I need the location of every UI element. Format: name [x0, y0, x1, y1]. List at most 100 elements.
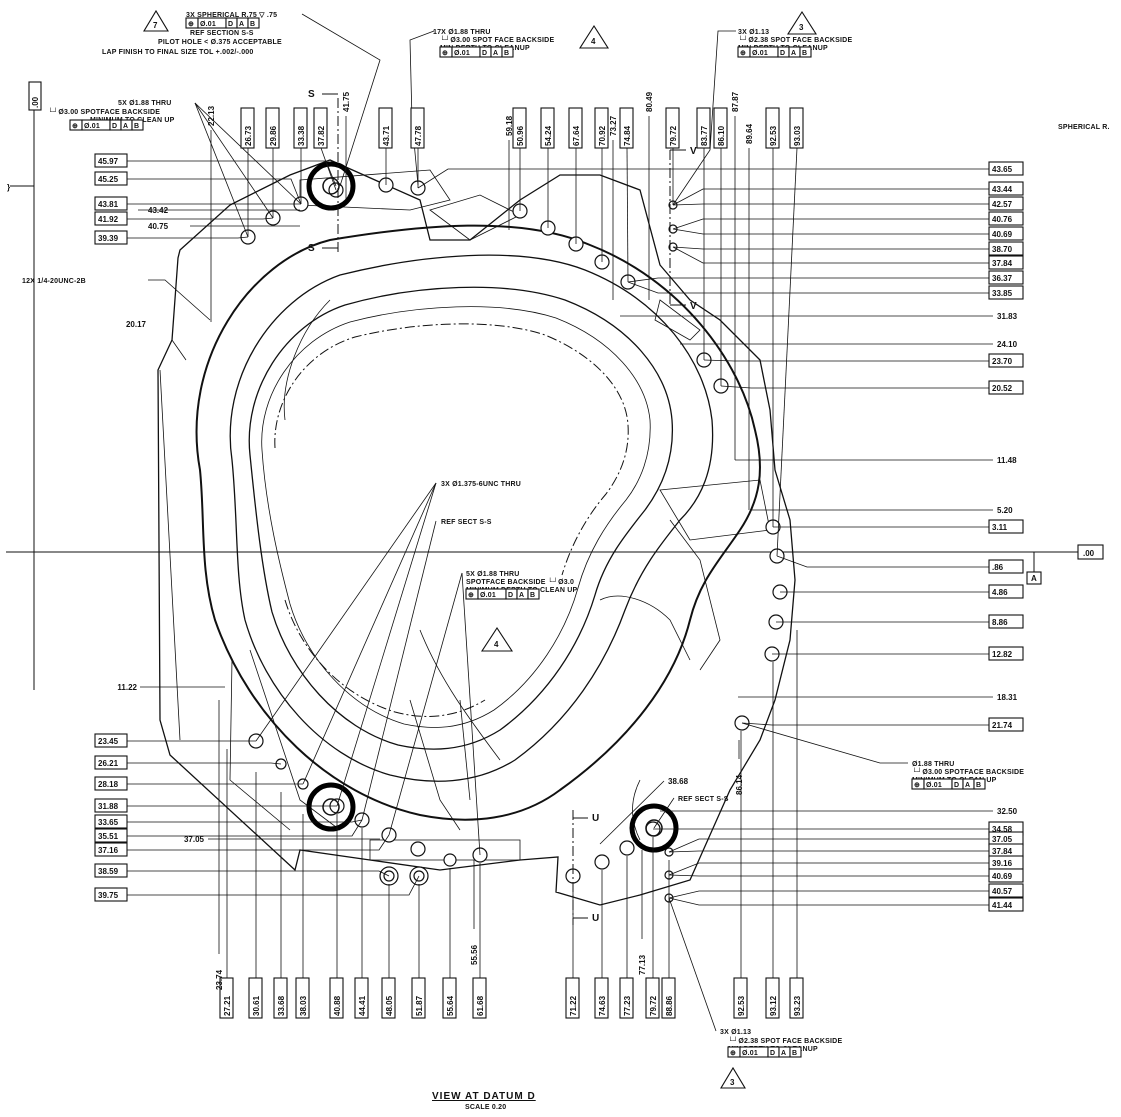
- svg-text:LAP FINISH TO FINAL SIZE TOL +: LAP FINISH TO FINAL SIZE TOL +.002/-.000: [102, 49, 253, 56]
- note-ref-sect-ss: REF SECT S-S: [441, 519, 492, 526]
- section-v-bottom: V: [690, 301, 698, 312]
- svg-text:45.97: 45.97: [98, 157, 119, 166]
- svg-text:79.72: 79.72: [649, 995, 658, 1016]
- dimension-bottom: 93.12: [765, 662, 780, 1019]
- svg-text:37.82: 37.82: [317, 125, 326, 146]
- dimension-bottom-plain: 77.13: [638, 850, 647, 975]
- note-spherical-corner: SPHERICAL R.: [1058, 124, 1110, 131]
- dimension-right: 39.16: [668, 855, 1024, 876]
- dimension-right: 43.44: [672, 181, 1024, 206]
- dimension-top-plain: 87.87: [731, 91, 740, 460]
- section-u-bottom: U: [592, 913, 600, 924]
- dimension-right-plain: 31.83: [620, 312, 1018, 321]
- dimension-top: 47.78: [410, 107, 425, 188]
- svg-text:D: D: [954, 782, 959, 789]
- dimension-left: 41.92: [94, 211, 274, 226]
- svg-text:B: B: [792, 1050, 797, 1057]
- svg-text:12.82: 12.82: [992, 650, 1013, 659]
- dimension-bottom: 38.03: [295, 814, 310, 1019]
- svg-text:Ø.01: Ø.01: [742, 1050, 758, 1057]
- dimension-left-plain: 37.05: [184, 835, 205, 844]
- note-ref-sect-ss-low: REF SECT S-S: [678, 796, 729, 803]
- dimension-top: 26.73: [240, 107, 255, 237]
- part-outline: [157, 159, 796, 906]
- dimension-top: 33.38: [293, 107, 308, 204]
- dimension-right-plain: 24.10: [680, 340, 1018, 349]
- dimension-right: 37.05: [668, 831, 1024, 853]
- dimension-bottom: 71.22: [565, 884, 580, 1019]
- dimension-top: 43.71: [378, 107, 393, 185]
- dimension-bottom: 61.68: [472, 863, 487, 1019]
- svg-text:B: B: [504, 50, 509, 57]
- dimension-top-plain: 80.49: [645, 91, 654, 300]
- svg-text:31.88: 31.88: [98, 802, 119, 811]
- dimension-bottom: 48.05: [381, 884, 396, 1019]
- svg-text:REF SECTION S-S: REF SECTION S-S: [190, 30, 254, 37]
- svg-text:40.75: 40.75: [148, 222, 169, 231]
- dimension-left: 45.25: [94, 171, 302, 205]
- svg-text:43.71: 43.71: [382, 125, 391, 146]
- horizontal-zero-box: [1077, 544, 1104, 560]
- svg-text:3X SPHERICAL R.75 ▽ .75: 3X SPHERICAL R.75 ▽ .75: [186, 12, 277, 19]
- dimension-bottom: 55.64: [442, 868, 457, 1019]
- svg-text:40.69: 40.69: [992, 872, 1013, 881]
- dimension-bottom: 30.61: [248, 772, 263, 1019]
- dimension-top-plain: 59.18: [505, 115, 514, 230]
- svg-text:└┘Ø3.00 SPOT FACE BACKSIDE: └┘Ø3.00 SPOT FACE BACKSIDE: [440, 35, 554, 44]
- dimension-left: 39.75: [94, 875, 420, 902]
- dimension-top-plain: 73.27: [609, 115, 618, 300]
- dimension-bottom: 51.87: [411, 884, 426, 1019]
- svg-text:92.53: 92.53: [769, 125, 778, 146]
- dimension-bottom-plain: 86.14: [735, 740, 744, 795]
- section-s-bottom: S: [308, 243, 316, 254]
- svg-text:Ø.01: Ø.01: [454, 50, 470, 57]
- svg-text:20.52: 20.52: [992, 384, 1013, 393]
- dimension-left-plain: 20.17: [126, 320, 147, 329]
- svg-text:34.58: 34.58: [992, 825, 1013, 834]
- flag-3-bottom: 3: [730, 1078, 735, 1087]
- dimension-right: 43.65: [417, 161, 1024, 189]
- svg-text:4.86: 4.86: [992, 588, 1008, 597]
- dimension-right: 38.70: [672, 241, 1024, 256]
- svg-text:41.92: 41.92: [98, 215, 119, 224]
- dimension-top: 86.10: [713, 107, 728, 386]
- dimension-right: 40.76: [672, 211, 1024, 230]
- dimension-right: 20.52: [720, 380, 1024, 395]
- svg-text:31.83: 31.83: [997, 312, 1018, 321]
- dimension-right: 40.69: [668, 868, 1024, 883]
- dimension-left: 38.59: [94, 863, 390, 878]
- svg-text:28.18: 28.18: [98, 780, 119, 789]
- svg-text:37.84: 37.84: [992, 847, 1013, 856]
- svg-text:93.12: 93.12: [769, 995, 778, 1016]
- dimension-right: 36.37: [627, 270, 1024, 285]
- dimension-top: 79.72: [665, 107, 680, 205]
- dimension-right: 42.57: [672, 196, 1024, 211]
- svg-text:55.56: 55.56: [470, 944, 479, 965]
- dimension-right-plain: 38.68: [599, 777, 689, 845]
- svg-text:44.41: 44.41: [358, 995, 367, 1016]
- svg-text:48.05: 48.05: [385, 995, 394, 1016]
- svg-text:26.73: 26.73: [244, 125, 253, 146]
- svg-text:43.42: 43.42: [148, 206, 169, 215]
- dimension-top: 92.53: [765, 107, 780, 527]
- svg-text:59.18: 59.18: [505, 115, 514, 136]
- flag-7: 7: [153, 21, 158, 30]
- svg-text:B: B: [802, 50, 807, 57]
- dimension-left: 43.81: [94, 196, 301, 211]
- dimension-bottom: 79.72: [645, 837, 660, 1019]
- svg-text:73.27: 73.27: [609, 115, 618, 136]
- dimension-bottom: 27.21: [219, 749, 234, 1019]
- dimension-left: 39.39: [94, 230, 249, 245]
- svg-text:40.76: 40.76: [992, 215, 1013, 224]
- svg-text:38.70: 38.70: [992, 245, 1013, 254]
- svg-text:92.53: 92.53: [737, 995, 746, 1016]
- dimension-top: 74.84: [619, 107, 634, 283]
- dimension-top: 54.24: [540, 107, 555, 228]
- svg-text:33.38: 33.38: [297, 125, 306, 146]
- svg-text:55.64: 55.64: [446, 995, 455, 1016]
- svg-text:17X Ø1.88 THRU: 17X Ø1.88 THRU: [433, 29, 491, 36]
- svg-text:39.39: 39.39: [98, 234, 119, 243]
